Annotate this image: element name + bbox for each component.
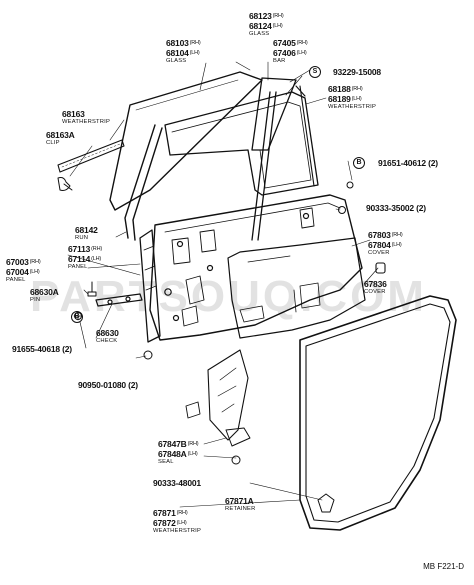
label-67871[interactable]: 67871(RH) xyxy=(153,508,188,518)
marker-b-lower: B xyxy=(71,311,83,323)
label-90333-35002[interactable]: 90333-35002 (2) xyxy=(366,203,426,213)
small-cover xyxy=(375,262,386,274)
marker-s: S xyxy=(309,66,321,78)
quarter-glass xyxy=(251,77,297,151)
window-frame-weatherstrip xyxy=(164,91,319,196)
label-67803[interactable]: 67803(RH) xyxy=(368,230,403,240)
label-67113[interactable]: 67113(RH) xyxy=(68,244,102,254)
leader-lines xyxy=(67,61,379,508)
label-68104[interactable]: 68104(LH)GLASS xyxy=(166,48,200,65)
check-pin xyxy=(87,281,97,297)
seal-67847b xyxy=(225,427,251,447)
diagram-reference: MB F221-D xyxy=(423,562,464,571)
plug-90333b xyxy=(231,455,241,465)
hinge-pillar-panel xyxy=(139,229,161,343)
label-68123[interactable]: 68123(RH) xyxy=(249,11,284,21)
plug-90333a xyxy=(338,206,346,214)
label-67848a[interactable]: 67848A(LH)SEAL xyxy=(158,449,198,466)
label-68124[interactable]: 68124(LH)GLASS xyxy=(249,21,283,38)
label-67872[interactable]: 67872(LH)WEATHERSTRIP xyxy=(153,518,202,535)
label-67804[interactable]: 67804(LH)COVER xyxy=(368,240,402,257)
division-bar xyxy=(251,91,277,241)
label-68188[interactable]: 68188(RH) xyxy=(328,84,363,94)
door-check xyxy=(95,293,143,307)
label-91651-40612[interactable]: 91651-40612 (2) xyxy=(378,158,438,168)
label-90333-48001[interactable]: 90333-48001 xyxy=(153,478,201,488)
marker-b-upper: B xyxy=(353,157,365,169)
glass-run xyxy=(124,124,163,241)
label-93229-15008[interactable]: 93229-15008 xyxy=(333,67,381,77)
label-90950-01080[interactable]: 90950-01080 (2) xyxy=(78,380,138,390)
label-68103[interactable]: 68103(RH) xyxy=(166,38,201,48)
label-91655-40618[interactable]: 91655-40618 (2) xyxy=(12,344,72,354)
label-67003[interactable]: 67003(RH) xyxy=(6,257,41,267)
bolt-91651 xyxy=(346,181,354,189)
door-weatherstrip xyxy=(299,295,457,531)
pillar-seal-area xyxy=(207,349,249,441)
label-67004[interactable]: 67004(LH)PANEL xyxy=(6,267,40,284)
label-67405[interactable]: 67405(RH) xyxy=(273,38,308,48)
weatherstrip-clip xyxy=(57,177,71,191)
label-67847b[interactable]: 67847B(RH) xyxy=(158,439,199,449)
weatherstrip-retainer xyxy=(317,493,335,513)
label-68189[interactable]: 68189(LH)WEATHERSTRIP xyxy=(328,94,377,111)
service-hole-cover xyxy=(227,237,366,339)
label-67406[interactable]: 67406(LH)BAR xyxy=(273,48,307,65)
front-door-glass xyxy=(109,71,263,211)
door-inner-panel xyxy=(149,194,363,341)
label-67114[interactable]: 67114(LH)PANEL xyxy=(68,254,102,271)
belt-weatherstrip xyxy=(57,139,125,173)
plug-90950 xyxy=(143,350,153,360)
